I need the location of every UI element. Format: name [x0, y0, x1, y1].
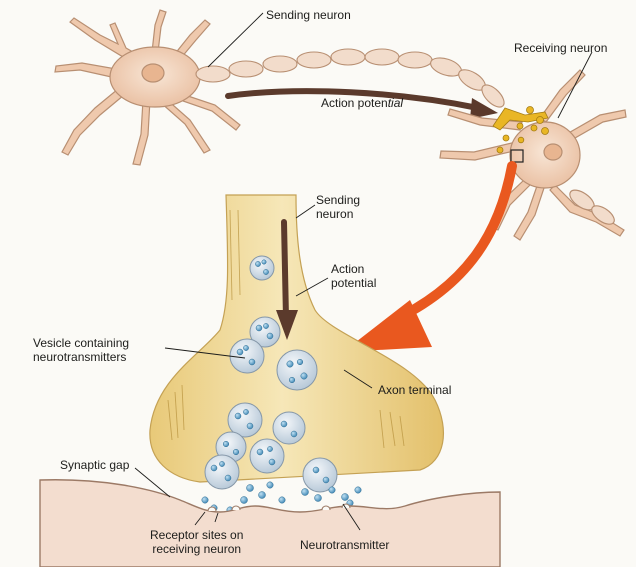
label-action-potential-top: Action potential: [321, 96, 403, 110]
label-neurotransmitter: Neurotransmitter: [300, 538, 389, 552]
label-receiving-neuron: Receiving neuron: [514, 41, 607, 55]
label-receptor-sites: Receptor sites on receiving neuron: [150, 528, 243, 556]
label-synaptic-gap: Synaptic gap: [60, 458, 129, 472]
sending-neuron: [55, 10, 240, 165]
label-line: receiving neuron: [150, 542, 243, 556]
vesicle: [273, 412, 305, 444]
receiving-membrane: [40, 480, 500, 567]
label-sending-neuron: Sending neuron: [266, 8, 351, 22]
label-line: potential: [331, 276, 376, 290]
vesicle: [205, 455, 239, 489]
label-line: Vesicle containing: [33, 336, 129, 350]
label-line: Receptor sites on: [150, 528, 243, 542]
vesicle: [250, 256, 274, 280]
label-axon-terminal: Axon terminal: [378, 383, 451, 397]
label-line: neurotransmitters: [33, 350, 129, 364]
label-vesicle: Vesicle containing neurotransmitters: [33, 336, 129, 364]
label-line: Sending: [316, 193, 360, 207]
receiving-neuron: [440, 70, 626, 240]
label-action-potential-top-part2: tial: [388, 96, 403, 110]
label-action-potential-lower: Action potential: [331, 262, 376, 290]
vesicle: [277, 350, 317, 390]
vesicle: [230, 339, 264, 373]
label-line: neuron: [316, 207, 360, 221]
label-line: Action: [331, 262, 376, 276]
label-action-potential-top-part1: Action poten: [321, 96, 388, 110]
zoom-arrow: [343, 166, 512, 352]
label-sending-neuron-lower: Sending neuron: [316, 193, 360, 221]
vesicle: [250, 439, 284, 473]
